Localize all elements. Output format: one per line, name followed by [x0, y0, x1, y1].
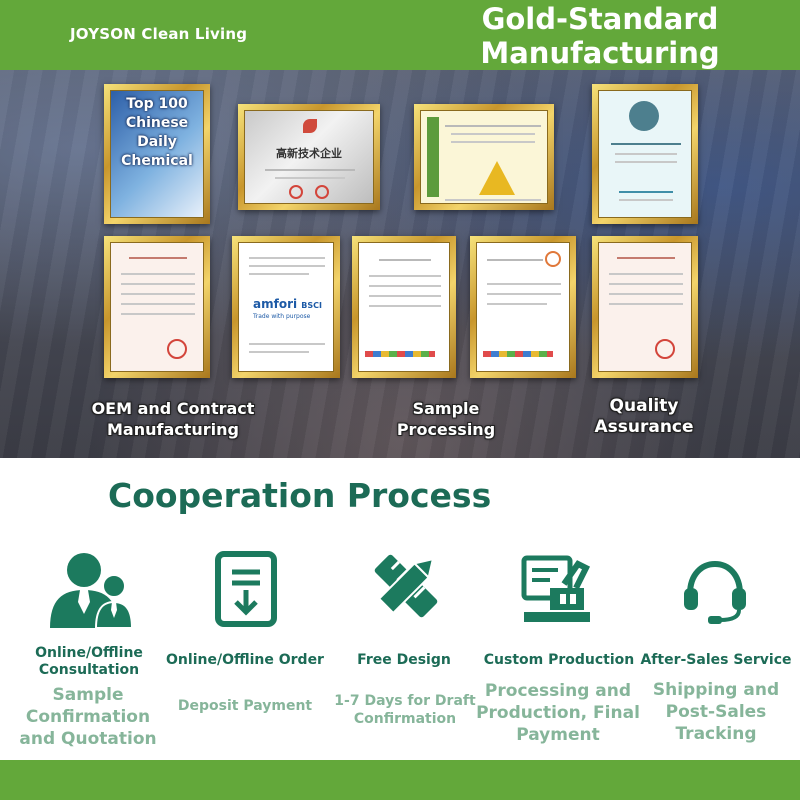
certificate-sgs-1 [352, 236, 456, 378]
headline-line-1: Gold-Standard [481, 2, 719, 36]
business-people-icon [50, 553, 134, 629]
certificate-high-tech-title: 高新技术企业 [276, 147, 342, 160]
step-desc-deposit-payment: Deposit Payment [177, 698, 313, 714]
certificate-high-tech: 高新技术企业 [238, 104, 380, 210]
certificate-sgs-2 [470, 236, 576, 378]
registration-badge-icon [629, 101, 659, 131]
step-title-after-sales: After-Sales Service [640, 652, 792, 668]
certificate-amfori-bsci: amfori BSCI Trade with purpose [232, 236, 340, 378]
production-machine-icon [521, 555, 591, 622]
step-desc-sample-confirmation: Sample Confirmation and Quotation [19, 685, 157, 749]
label-sample-processing: Sample Processing [396, 399, 496, 439]
brand-name: JOYSON Clean Living [70, 25, 248, 43]
amfori-logo: amfori BSCI [253, 297, 323, 311]
certificate-top-100: Top 100 Chinese Daily Chemical [104, 84, 210, 224]
certificate-quality-system [414, 104, 554, 210]
step-title-consultation: Online/Offline Consultation [35, 645, 143, 678]
step-desc-shipping-tracking: Shipping and Post-Sales Tracking [652, 680, 780, 744]
pencil-ruler-icon [374, 554, 438, 618]
certificate-registered [592, 84, 698, 224]
certificate-patent-2 [592, 236, 698, 378]
label-quality-assurance: Quality Assurance [594, 396, 694, 437]
emblem-icon [303, 119, 317, 133]
bottom-banner [0, 760, 800, 800]
top-banner: JOYSON Clean Living Gold-Standard Manufa… [0, 0, 800, 104]
factory-hero: Top 100 Chinese Daily Chemical 高新技术企业 [0, 70, 800, 458]
step-title-order: Online/Offline Order [166, 652, 324, 668]
step-desc-draft-confirmation: 1-7 Days for Draft Confirmation [334, 693, 476, 727]
order-download-icon [215, 551, 277, 627]
grade-a-icon [479, 161, 515, 195]
step-title-custom-production: Custom Production [483, 652, 635, 668]
headset-icon [684, 560, 746, 624]
step-desc-production-payment: Processing and Production, Final Payment [476, 681, 640, 745]
amfori-tagline: Trade with purpose [253, 313, 311, 320]
step-title-free-design: Free Design [357, 652, 451, 668]
certificate-top-100-text: Top 100 Chinese Daily Chemical [121, 96, 193, 169]
certificate-patent-1 [104, 236, 210, 378]
label-oem-manufacturing: OEM and Contract Manufacturing [91, 399, 255, 439]
section-title: Cooperation Process [108, 476, 492, 515]
